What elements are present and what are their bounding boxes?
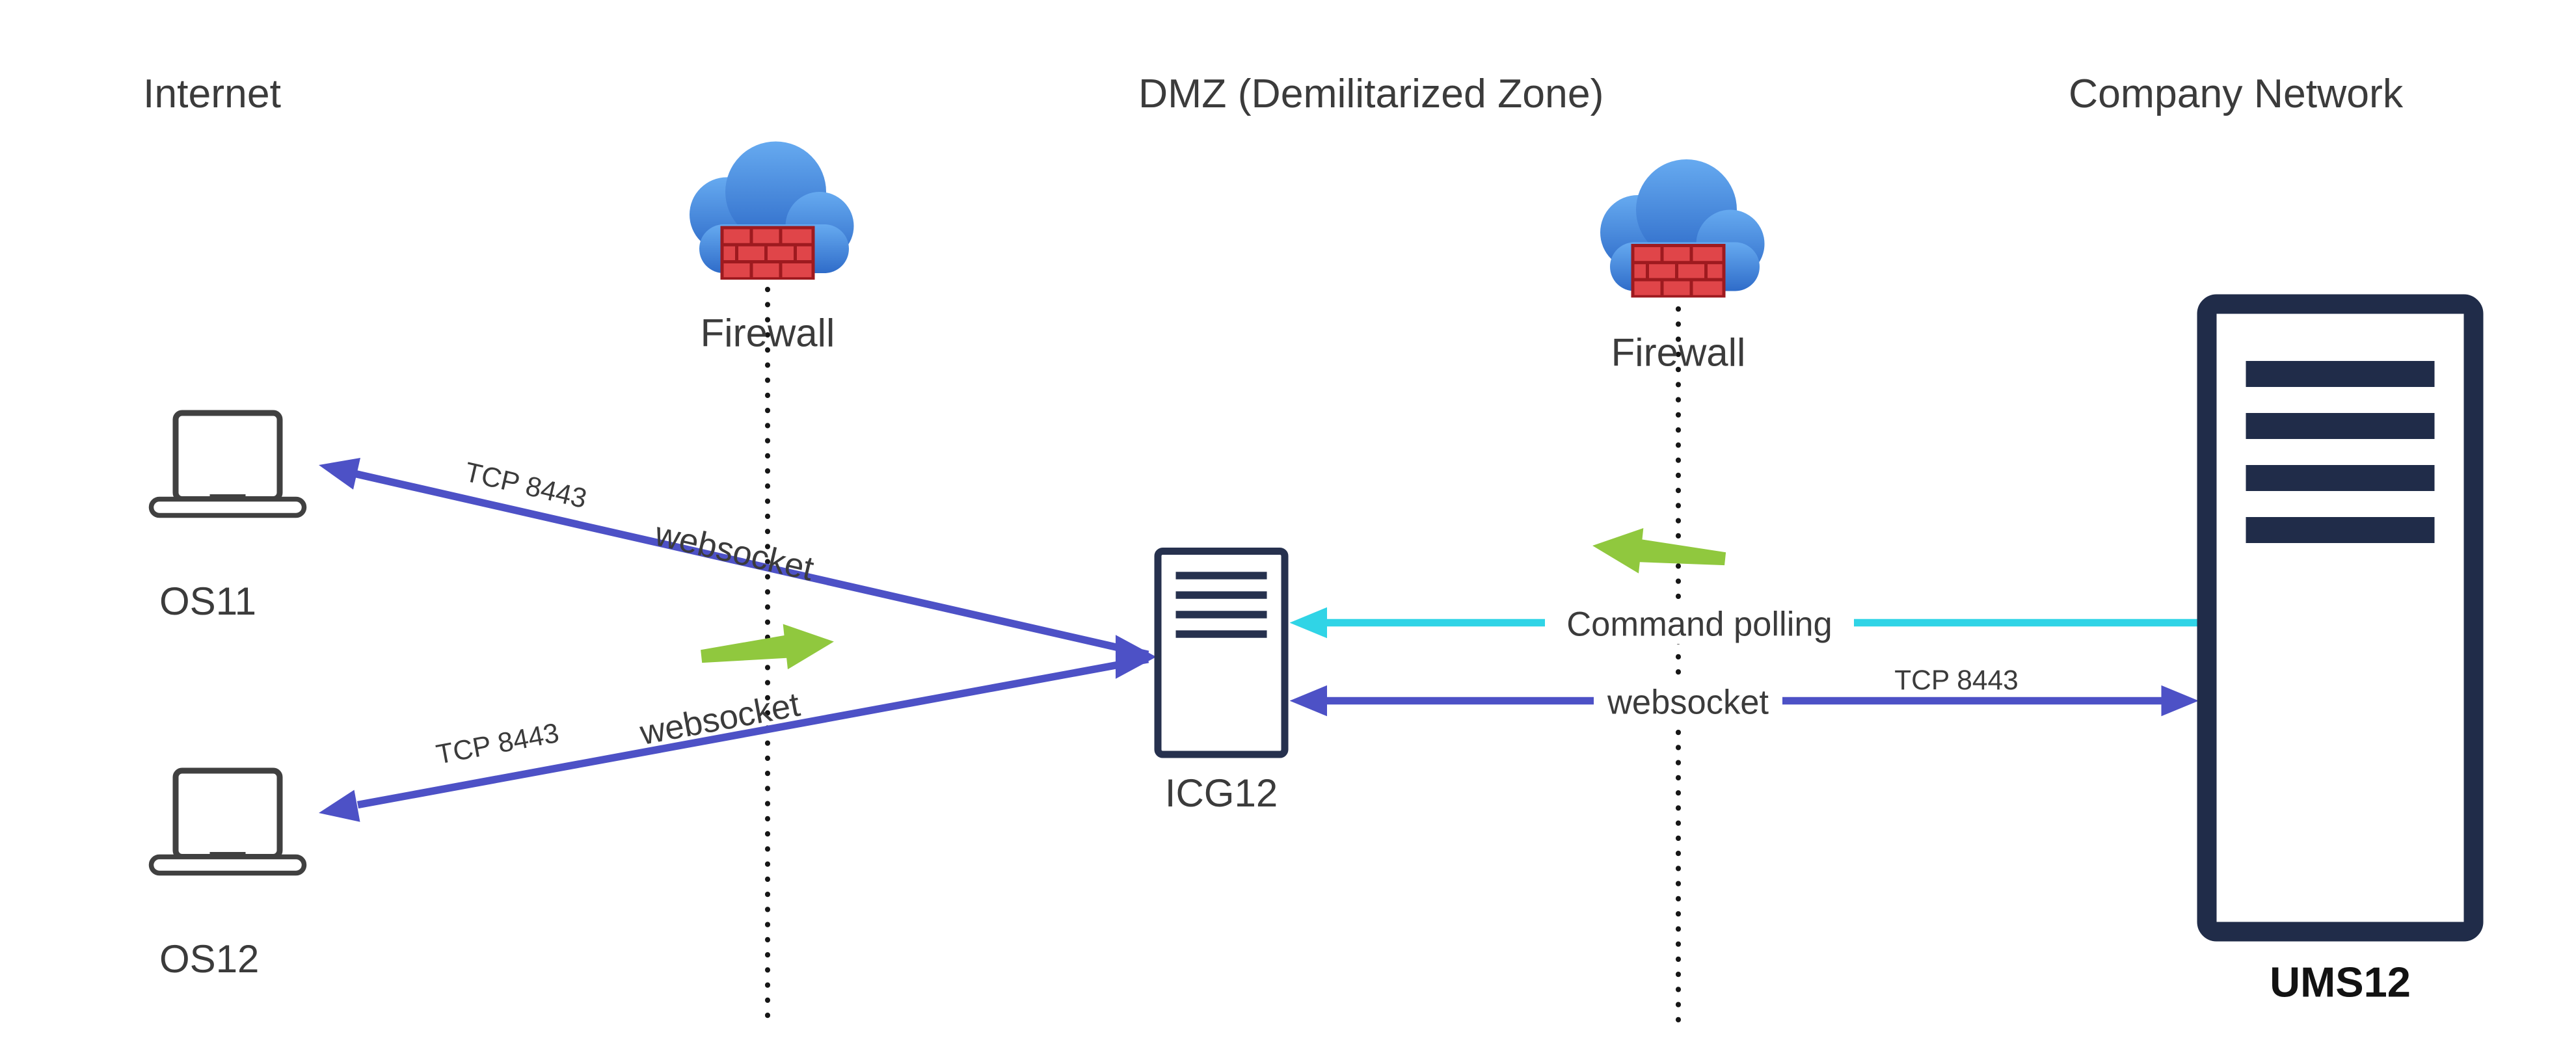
link-os12-websocket: [356, 656, 1149, 809]
arrowhead-to-os12: [319, 790, 360, 822]
arrowhead-to-icg12: [1116, 635, 1157, 679]
command-polling-label-bg: [1545, 600, 1854, 644]
server-icon-ums12: [2197, 294, 2484, 942]
laptop-icon-os11: [152, 413, 304, 516]
websocket-label-bg: [1594, 678, 1782, 722]
laptop-icon-os12: [152, 771, 304, 873]
arrowhead-to-os11: [319, 458, 361, 490]
link-label-os12-port: TCP 8443: [434, 718, 561, 771]
link-label-command-polling: Command polling: [1566, 605, 1832, 644]
node-label-icg12: ICG12: [1165, 771, 1278, 815]
zone-label-company-network: Company Network: [2069, 71, 2404, 116]
node-label-ums12: UMS12: [2270, 959, 2411, 1006]
link-label-ums-port: TCP 8443: [1894, 665, 2019, 696]
direction-arrow-outbound: [701, 624, 834, 670]
link-label-os11-protocol: websocket: [651, 514, 817, 589]
arrowhead-command-polling: [1289, 607, 1327, 639]
arrowhead-ums-websocket-left: [1289, 685, 1327, 717]
firewall-icon-right: [1600, 159, 1765, 298]
gateway-icon-icg12: [1154, 547, 1289, 758]
direction-arrow-inbound: [1592, 528, 1726, 574]
firewall-icon-left: [690, 141, 854, 280]
zone-label-dmz: DMZ (Demilitarized Zone): [1138, 71, 1603, 116]
link-label-os12-protocol: websocket: [637, 685, 803, 752]
zone-label-internet: Internet: [143, 71, 281, 116]
link-os11-websocket: [355, 470, 1149, 658]
node-label-os12: OS12: [159, 937, 259, 981]
node-label-os11: OS11: [159, 579, 256, 623]
link-label-ums-protocol: websocket: [1607, 684, 1769, 722]
arrowhead-ums-websocket-right: [2161, 685, 2199, 717]
firewall-label-right: Firewall: [1611, 331, 1746, 375]
firewall-label-left: Firewall: [701, 312, 835, 355]
